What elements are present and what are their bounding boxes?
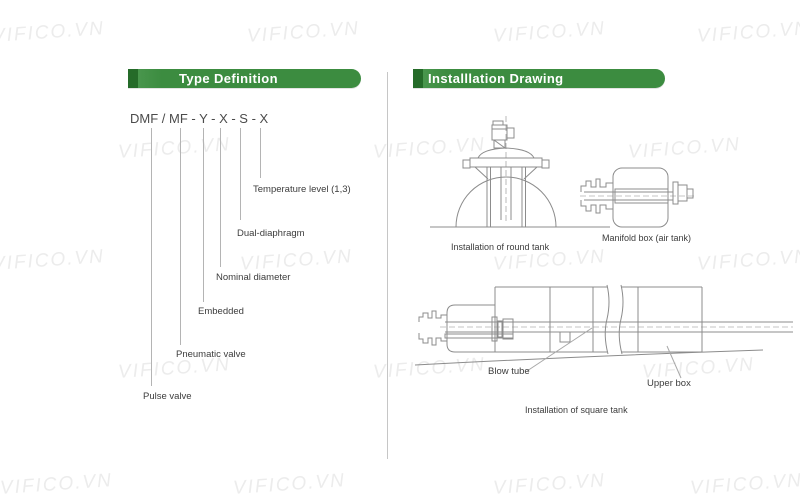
type-definition-header: Type Definition: [128, 69, 361, 88]
section-divider: [387, 72, 388, 459]
installation-drawing-header-label: Installlation Drawing: [428, 71, 564, 86]
type-label-embedded: Embedded: [198, 306, 244, 317]
connector-line-pneumatic-valve: [180, 128, 181, 345]
connector-line-pulse-valve: [151, 128, 152, 386]
connector-line-nominal-diameter: [220, 128, 221, 267]
type-code: DMF / MF - Y - X - S - X: [130, 111, 269, 126]
watermark: VIFICO.VN: [696, 246, 800, 275]
round-tank-drawing: [430, 116, 610, 228]
connector-line-temperature-level: [260, 128, 261, 178]
type-label-pulse-valve: Pulse valve: [143, 391, 192, 402]
type-definition-header-label: Type Definition: [179, 71, 278, 86]
square-tank-drawing: [414, 284, 793, 379]
round-tank-caption: Installation of round tank: [451, 242, 550, 252]
watermark: VIFICO.VN: [117, 134, 232, 163]
watermark: VIFICO.VN: [0, 18, 106, 47]
watermark: VIFICO.VN: [492, 470, 607, 499]
watermark: VIFICO.VN: [232, 470, 347, 499]
watermark: VIFICO.VN: [0, 470, 114, 499]
upper-box-label: Upper box: [647, 378, 691, 389]
type-label-dual-diaphragm: Dual-diaphragm: [237, 228, 305, 239]
connector-line-embedded: [203, 128, 204, 302]
watermark: VIFICO.VN: [492, 18, 607, 47]
header-accent-bar: [128, 69, 138, 88]
type-label-pneumatic-valve: Pneumatic valve: [176, 349, 246, 360]
square-tank-caption: Installation of square tank: [525, 405, 628, 415]
watermark: VIFICO.VN: [696, 18, 800, 47]
watermark: VIFICO.VN: [0, 246, 106, 275]
connector-line-dual-diaphragm: [240, 128, 241, 220]
header-accent-bar: [413, 69, 423, 88]
watermark: VIFICO.VN: [246, 18, 361, 47]
manifold-box-drawing: [580, 167, 694, 228]
watermark: VIFICO.VN: [689, 470, 800, 499]
blow-tube-label: Blow tube: [488, 366, 530, 377]
manifold-box-caption: Manifold box (air tank): [602, 233, 692, 243]
type-label-nominal-diameter: Nominal diameter: [216, 272, 291, 283]
type-label-temperature-level: Temperature level (1,3): [253, 184, 351, 195]
installation-drawing-header: Installlation Drawing: [413, 69, 665, 88]
